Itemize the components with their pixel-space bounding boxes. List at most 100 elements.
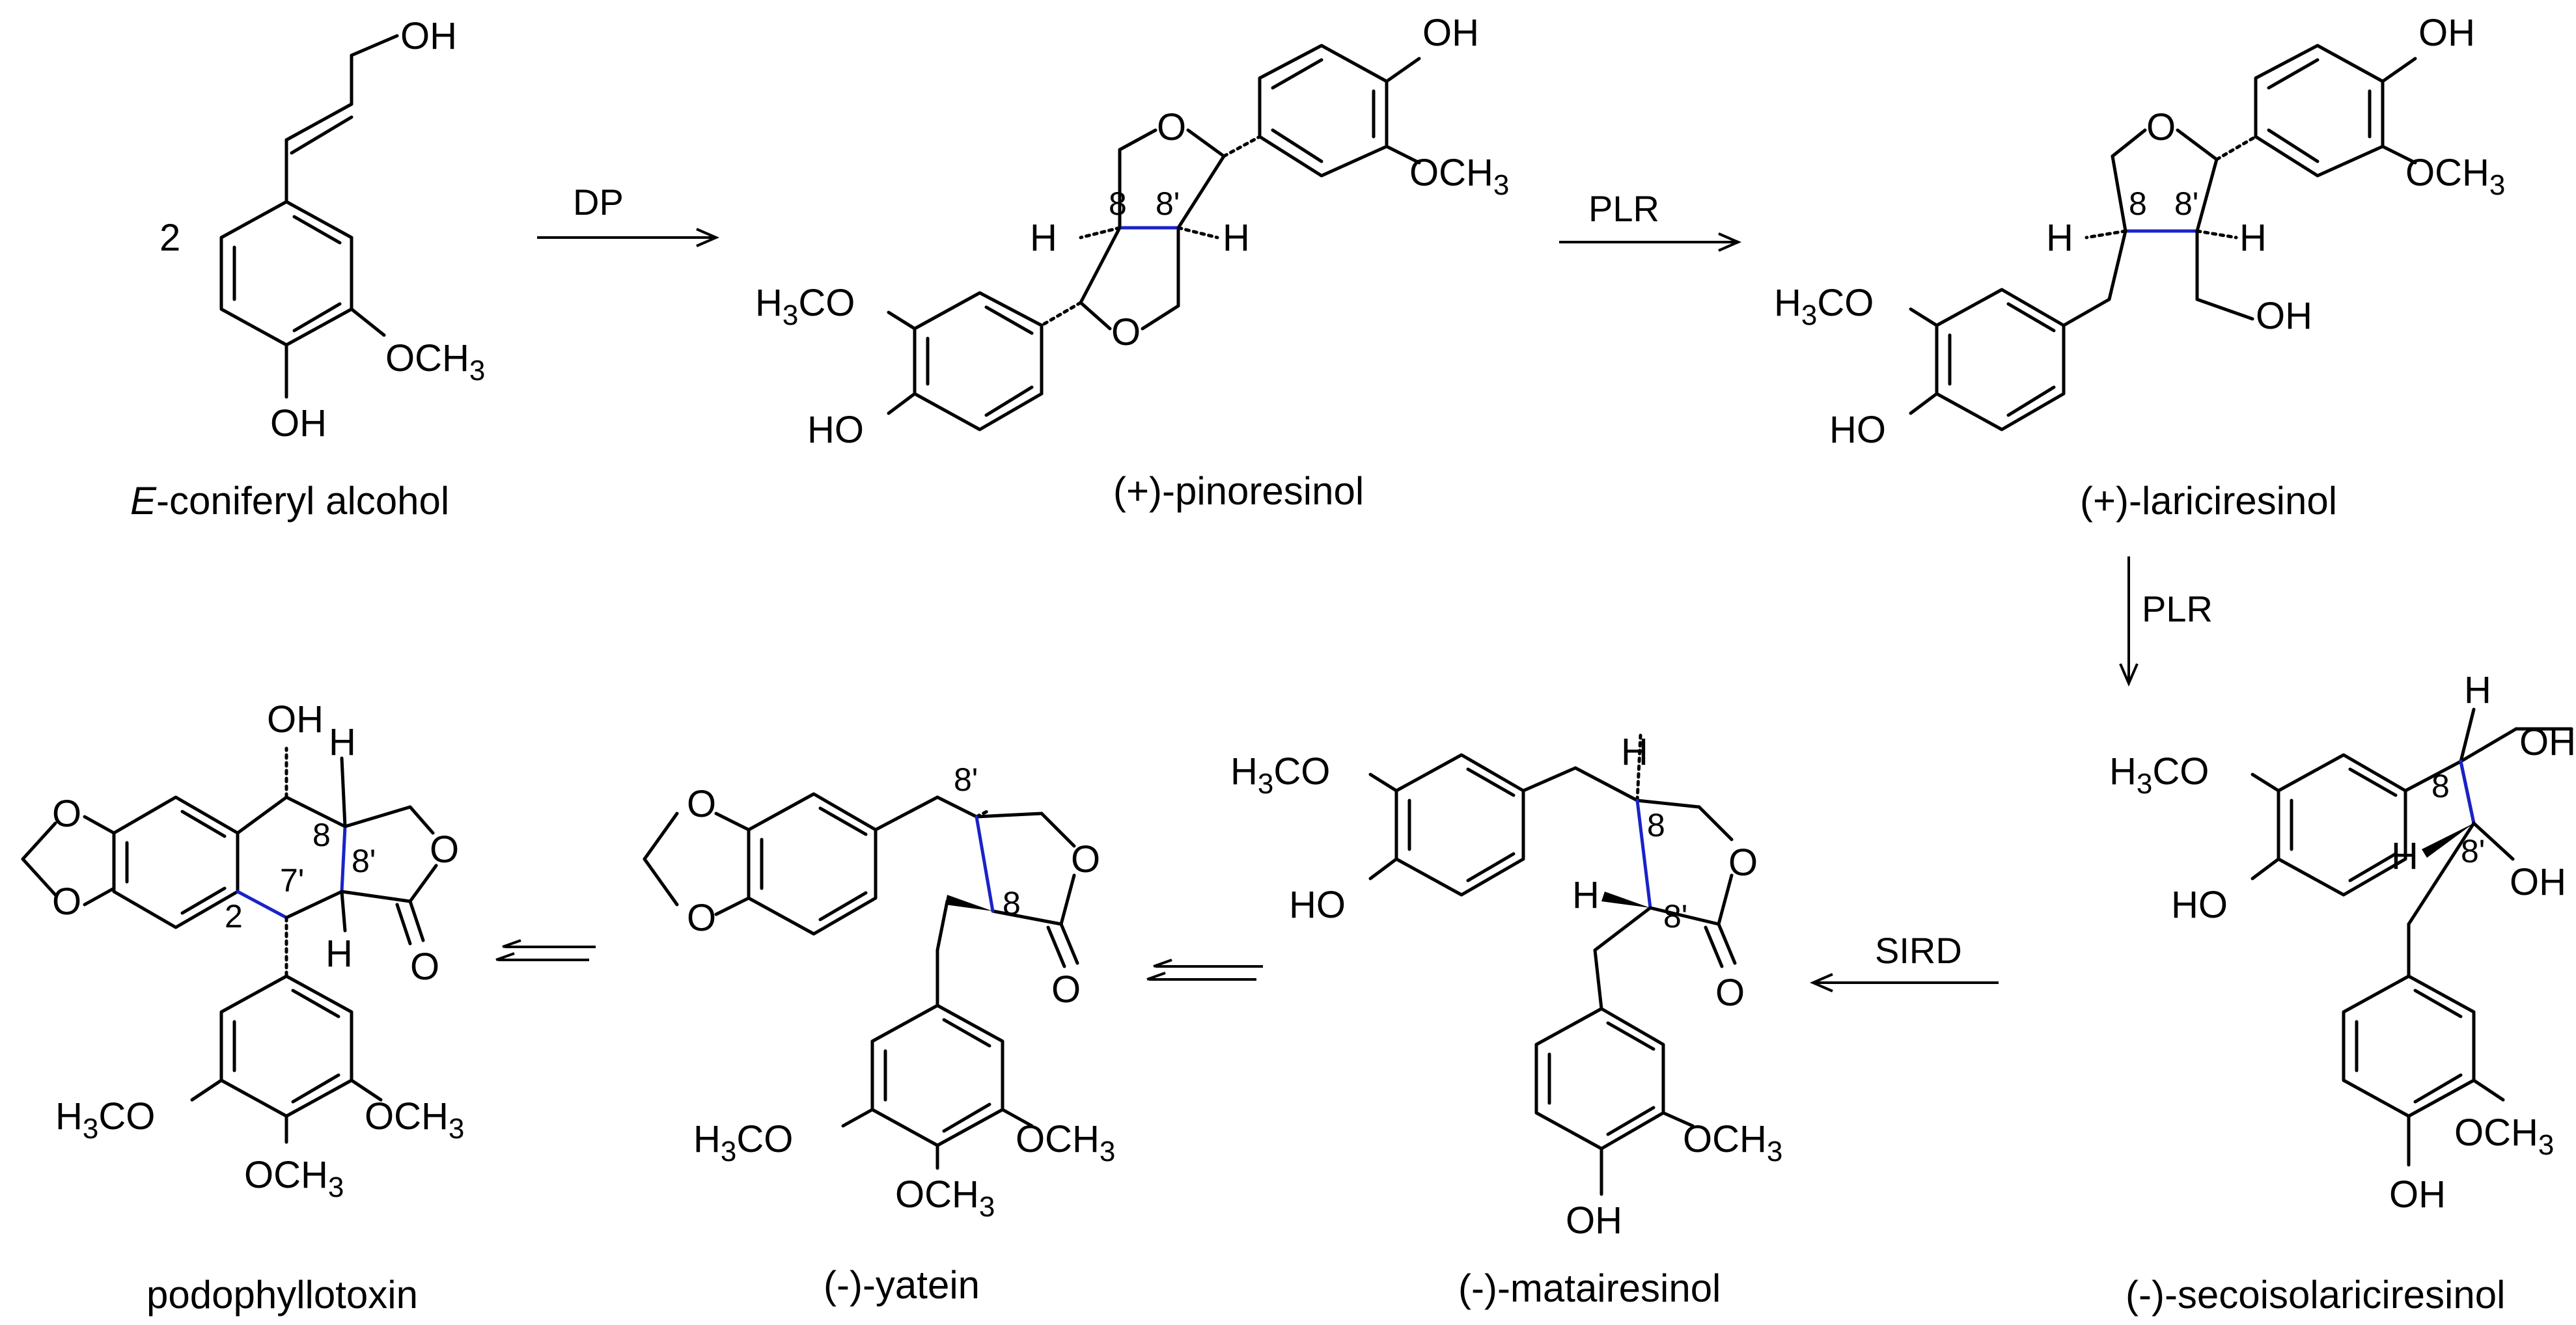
svg-text:H: H — [1621, 731, 1648, 773]
svg-text:O: O — [430, 828, 459, 871]
svg-text:H: H — [329, 721, 356, 763]
multistep-arrows — [1146, 959, 1263, 981]
svg-text:H: H — [2046, 217, 2073, 259]
svg-text:OCH3: OCH3 — [2454, 1112, 2554, 1161]
reaction-arrow-plr: PLR — [1559, 188, 1742, 252]
svg-text:O: O — [52, 793, 81, 835]
svg-text:8: 8 — [1109, 185, 1127, 222]
ring-oxygen: O — [1157, 106, 1186, 148]
svg-text:8: 8 — [312, 817, 331, 853]
svg-text:O: O — [1051, 968, 1081, 1011]
svg-text:OH: OH — [1422, 12, 1479, 54]
compound-name: (-)-yatein — [824, 1263, 980, 1307]
svg-text:OCH3: OCH3 — [895, 1173, 995, 1223]
ring-oxygen: O — [2146, 106, 2176, 148]
aryl-ring — [747, 792, 878, 936]
methoxy-label: OCH3 — [385, 337, 485, 387]
aryl-ring — [1935, 288, 2066, 431]
svg-text:OCH3: OCH3 — [2405, 152, 2505, 201]
svg-text:7': 7' — [280, 862, 304, 899]
svg-text:H: H — [1030, 217, 1057, 259]
svg-text:H: H — [2239, 217, 2267, 259]
svg-text:HO: HO — [2171, 884, 2228, 926]
compound-name: (-)-secoisolariciresinol — [2126, 1273, 2505, 1317]
svg-text:H3CO: H3CO — [2109, 750, 2209, 800]
compound-pinoresinol: O O 8 8' H H OH OCH3 H3CO HO (+)-pi — [755, 12, 1509, 513]
aryl-ring — [2342, 974, 2476, 1118]
aryl-ring — [112, 795, 240, 929]
svg-text:8': 8' — [2174, 185, 2198, 222]
compound-podophyllotoxin: O O OH H 8 8' H 7' 2 O O — [21, 698, 464, 1317]
svg-text:H: H — [1572, 874, 1600, 916]
aryl-ring — [913, 291, 1044, 431]
compound-name: (+)-pinoresinol — [1113, 469, 1364, 513]
svg-text:H: H — [2391, 835, 2418, 877]
svg-text:OH: OH — [2519, 721, 2576, 763]
svg-text:OH: OH — [2510, 861, 2566, 903]
aryl-ring — [1394, 753, 1525, 897]
svg-text:O: O — [410, 946, 439, 988]
ring-oxygen: O — [1111, 311, 1141, 353]
hydroxyl-label: OH — [270, 402, 327, 444]
new-bond-8-8p — [1635, 799, 1652, 910]
compound-name: podophyllotoxin — [146, 1273, 418, 1317]
svg-text:O: O — [1715, 972, 1745, 1014]
svg-text:H: H — [2464, 669, 2491, 711]
compound-matairesinol: H3CO HO H 8 O O H 8' OCH3 OH (-)-mataire… — [1230, 731, 1782, 1310]
aryl-ring — [1534, 1007, 1665, 1151]
svg-text:O: O — [1071, 838, 1100, 881]
svg-text:O: O — [1728, 841, 1758, 884]
svg-text:H3CO: H3CO — [55, 1095, 155, 1145]
svg-text:H3CO: H3CO — [693, 1118, 793, 1168]
compound-coniferyl-alcohol: 2 OH OCH3 OH E-coniferyl alcohol — [130, 15, 485, 523]
enzyme-label: PLR — [1588, 188, 1659, 229]
svg-text:HO: HO — [807, 409, 864, 451]
svg-text:OCH3: OCH3 — [1409, 152, 1509, 201]
reaction-arrow-sird: SIRD — [1809, 930, 1999, 992]
svg-text:H3CO: H3CO — [1774, 282, 1874, 331]
svg-text:OH: OH — [2256, 295, 2312, 337]
compound-name: (-)-matairesinol — [1458, 1266, 1721, 1310]
enzyme-label: PLR — [2142, 588, 2213, 629]
svg-text:OCH3: OCH3 — [365, 1095, 464, 1145]
svg-text:H3CO: H3CO — [755, 282, 855, 331]
benzene-ring — [219, 200, 353, 347]
compound-lariciresinol: O 8 8' H H OH OH OCH3 H3CO HO (+)-larici… — [1774, 12, 2505, 523]
svg-text:8': 8' — [1663, 898, 1687, 935]
svg-text:8: 8 — [2431, 768, 2450, 804]
reaction-arrow-plr-vertical: PLR — [2119, 556, 2213, 687]
multistep-arrows — [495, 939, 596, 961]
new-bond-7p-8p — [340, 825, 347, 894]
enzyme-label: SIRD — [1875, 930, 1962, 971]
svg-text:8': 8' — [1156, 185, 1180, 222]
svg-text:8: 8 — [1647, 807, 1665, 843]
svg-text:H: H — [325, 933, 353, 975]
enzyme-label: DP — [573, 182, 624, 223]
svg-text:OCH3: OCH3 — [1016, 1118, 1115, 1168]
aryl-ring — [870, 1004, 1004, 1147]
compound-name: E-coniferyl alcohol — [130, 479, 449, 523]
svg-text:2: 2 — [225, 898, 243, 935]
svg-text:O: O — [687, 897, 716, 939]
new-bond-8-8p — [2459, 759, 2476, 825]
svg-text:H3CO: H3CO — [1230, 750, 1330, 800]
new-bond-8-8p — [975, 815, 995, 913]
svg-text:OCH3: OCH3 — [1683, 1118, 1782, 1168]
coefficient: 2 — [159, 217, 180, 259]
svg-text:8: 8 — [2129, 185, 2147, 222]
svg-text:OH: OH — [267, 698, 324, 741]
svg-text:OH: OH — [1566, 1199, 1622, 1242]
reaction-arrow-dp: DP — [537, 182, 720, 247]
svg-text:HO: HO — [1289, 884, 1346, 926]
svg-text:H: H — [1223, 217, 1250, 259]
hydroxyl-label: OH — [400, 15, 457, 57]
aryl-ring — [2277, 753, 2407, 897]
new-bond-2-7p — [236, 890, 288, 920]
aryl-ring — [219, 974, 353, 1118]
aryl-ring — [1258, 44, 1389, 178]
svg-text:8': 8' — [954, 761, 978, 798]
svg-text:O: O — [52, 881, 81, 923]
svg-text:8': 8' — [352, 843, 376, 879]
svg-text:8: 8 — [1003, 885, 1021, 922]
svg-text:OH: OH — [2418, 12, 2475, 54]
